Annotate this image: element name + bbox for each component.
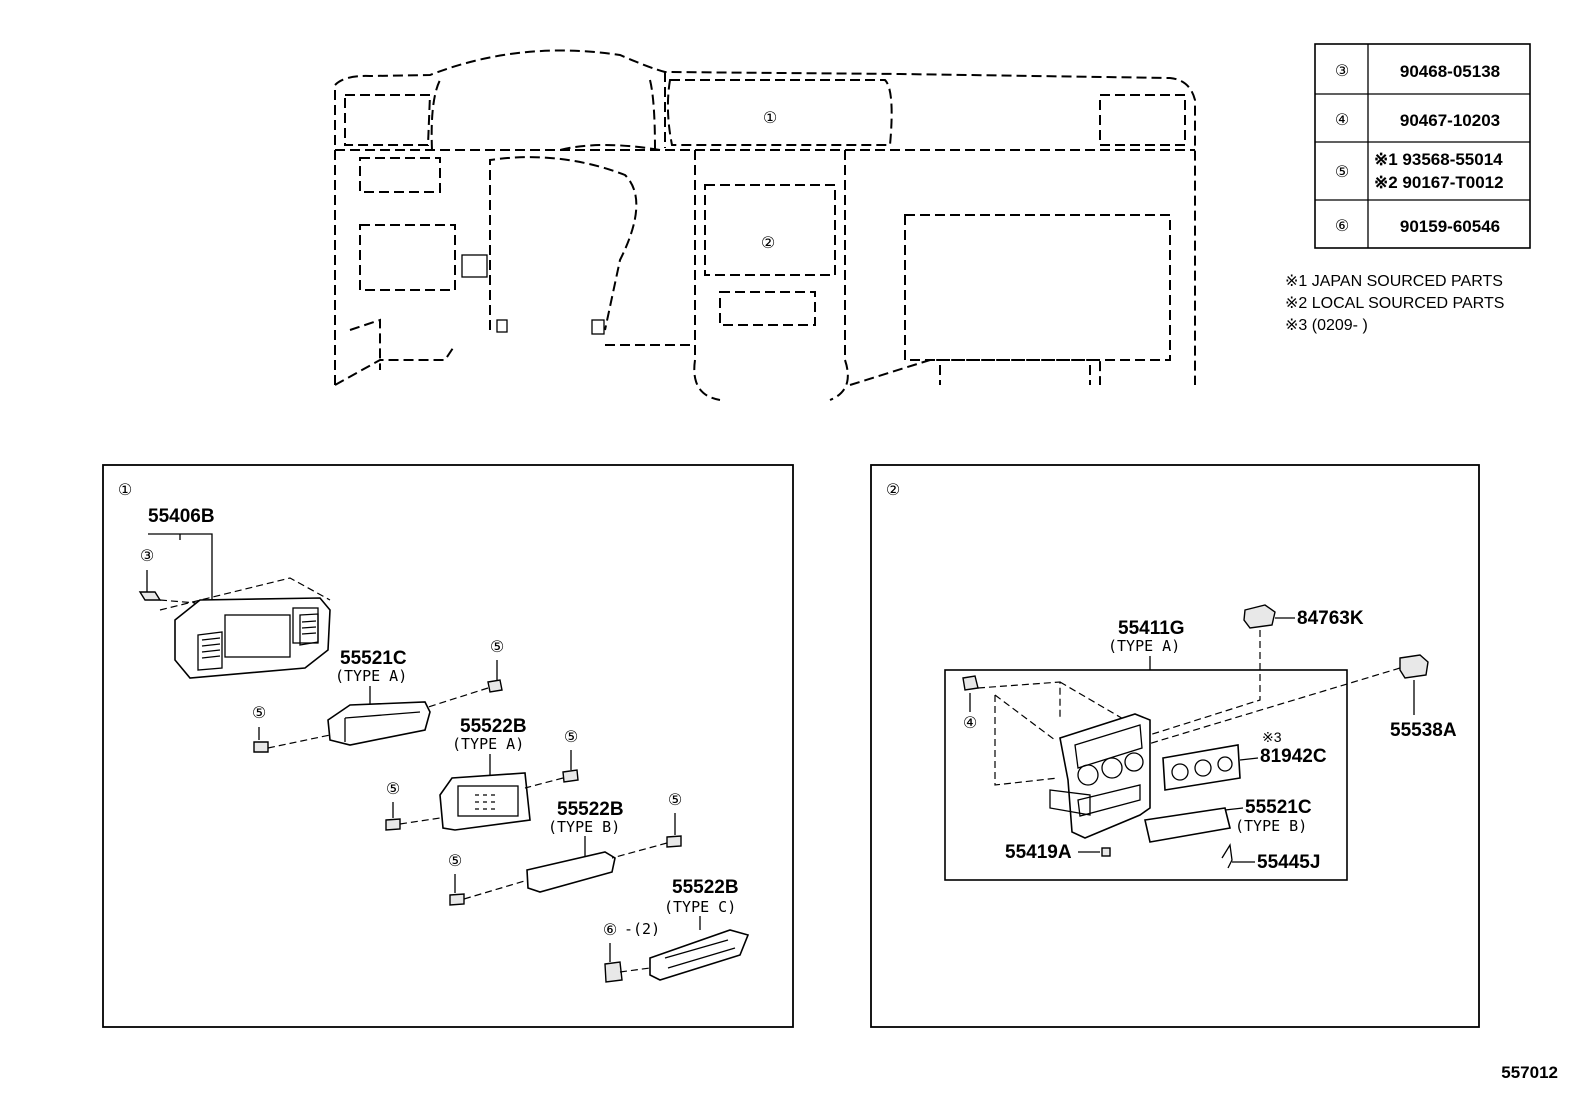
part-number-table: ③ 90468-05138 ④ 90467-10203 ⑤ ※1 93568-5… [1314,43,1531,249]
note-local-sourced: ※2 LOCAL SOURCED PARTS [1285,295,1504,312]
label-55522b-a-type: (TYPE A) [452,735,524,753]
callout-5: ⑤ [448,851,462,870]
table-row-part-alt: ※2 90167-T0012 [1374,173,1504,192]
callout-4: ④ [963,713,977,732]
label-55522b-c: 55522B [672,877,739,898]
label-55522b-c-type: (TYPE C) [664,898,736,916]
callout-3: ③ [140,546,154,565]
callout-5: ⑤ [490,637,504,656]
label-qty-2: -(2) [624,920,660,938]
label-55538a: 55538A [1390,720,1457,741]
panel-2-title: ② [886,480,900,499]
label-55521c-b: 55521C [1245,797,1312,818]
label-55411g: 55411G [1118,618,1185,639]
label-81942c: 81942C [1260,746,1327,767]
label-55406b: 55406B [148,506,215,527]
overview-callout-2: ② [761,233,775,252]
detail-panel-2: ② 55411G (TYPE A) 84763K 55538A ④ ※3 819… [870,464,1480,1028]
note-81942c: ※3 [1262,729,1282,745]
figure-id: 557012 [1501,1063,1558,1082]
label-55522b-b: 55522B [557,799,624,820]
label-55522b-b-type: (TYPE B) [548,818,620,836]
callout-5: ⑤ [668,790,682,809]
note-japan-sourced: ※1 JAPAN SOURCED PARTS [1285,273,1503,290]
panel-1-title: ① [118,480,132,499]
table-row-part: 90159-60546 [1400,217,1500,236]
label-55411g-type: (TYPE A) [1108,637,1180,655]
label-55521c: 55521C [340,648,407,669]
callout-5: ⑤ [252,703,266,722]
table-row-part: 90467-10203 [1400,111,1500,130]
label-55522b-a: 55522B [460,716,527,737]
callout-6: ⑥ [603,920,617,939]
table-row-ref: ⑥ [1335,216,1349,235]
label-55521c-type: (TYPE A) [335,667,407,685]
label-84763k: 84763K [1297,608,1364,629]
instrument-panel-overview: ① ② [334,49,1196,401]
callout-5: ⑤ [386,779,400,798]
detail-panel-1: ① 55406B ③ 55521C (TYPE A) ⑤ ⑤ 55522B (T… [102,464,794,1028]
callout-5: ⑤ [564,727,578,746]
table-row-ref: ④ [1335,110,1349,129]
label-55521c-b-type: (TYPE B) [1235,817,1307,835]
label-55419a: 55419A [1005,842,1072,863]
table-row-ref: ⑤ [1335,162,1349,181]
table-row-part: 90468-05138 [1400,62,1500,81]
label-55445j: 55445J [1257,852,1320,873]
note-date-range: ※3 (0209- ) [1285,317,1368,334]
overview-callout-1: ① [763,108,777,127]
table-row-ref: ③ [1335,61,1349,80]
table-row-part: ※1 93568-55014 [1374,150,1503,169]
